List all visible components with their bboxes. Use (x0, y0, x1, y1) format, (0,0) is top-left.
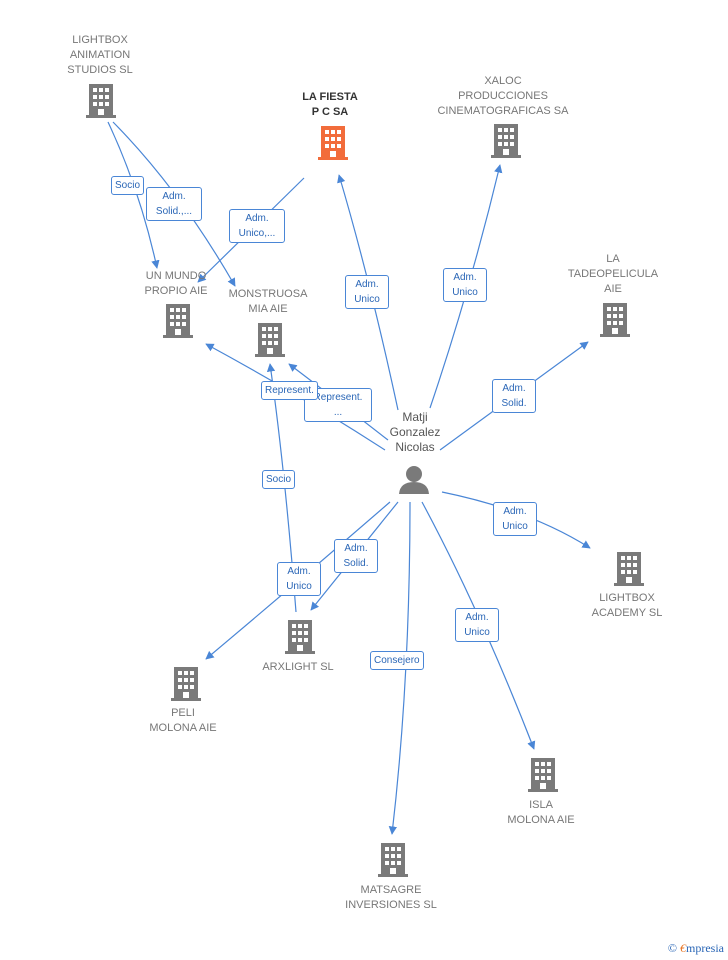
brand-name: mpresia (686, 941, 724, 955)
building-icon[interactable] (614, 552, 644, 586)
building-icon[interactable] (171, 667, 201, 701)
edge-label-adm-solid: Adm. Solid. (492, 379, 536, 413)
building-icon[interactable] (163, 304, 193, 338)
edge-label-adm-unico: Adm. Unico,... (229, 209, 285, 243)
empresia-watermark: © €mpresia (668, 941, 724, 956)
company-label-xaloc[interactable]: XALOC PRODUCCIONES CINEMATOGRAFICAS SA (437, 75, 569, 117)
copyright-icon: © (667, 941, 677, 955)
edge-label-adm-unico: Adm. Unico (277, 562, 321, 596)
edge-label-adm-unico: Adm. Unico (443, 268, 487, 302)
company-label-lightbox-animation[interactable]: LIGHTBOX ANIMATION STUDIOS SL (67, 34, 133, 76)
building-icon[interactable] (86, 84, 116, 118)
edge-label-adm-unico: Adm. Unico (345, 275, 389, 309)
person-label[interactable]: Matji Gonzalez Nicolas (389, 410, 441, 454)
building-icon[interactable] (255, 323, 285, 357)
company-label-peli-molona[interactable]: PELI MOLONA AIE (149, 707, 217, 734)
edge-label-socio: Socio (262, 470, 296, 489)
building-icon[interactable] (528, 758, 558, 792)
person-icon[interactable] (399, 466, 429, 494)
company-label-arxlight[interactable]: ARXLIGHT SL (262, 661, 334, 673)
edge-person-matsagre (388, 501, 411, 835)
brand-initial: € (680, 941, 686, 955)
company-label-isla-molona[interactable]: ISLA MOLONA AIE (507, 799, 575, 826)
edge-label-adm-unico: Adm. Unico (493, 502, 537, 536)
company-label-lightbox-academy[interactable]: LIGHTBOX ACADEMY SL (591, 592, 663, 619)
building-icon[interactable] (491, 124, 521, 158)
edge-label-socio: Socio (111, 176, 145, 195)
edge-label-adm-solid: Adm. Solid. (334, 539, 378, 573)
company-label-monstruosa[interactable]: MONSTRUOSA MIA AIE (228, 288, 308, 315)
company-label-matsagre[interactable]: MATSAGRE INVERSIONES SL (345, 884, 437, 911)
building-icon-focus[interactable] (318, 126, 348, 160)
edge-label-consejero: Consejero (370, 651, 424, 670)
building-icon[interactable] (378, 843, 408, 877)
company-label-un-mundo[interactable]: UN MUNDO PROPIO AIE (144, 270, 208, 297)
edge-label-represent: Represent. (261, 381, 318, 400)
edge-label-adm-unico: Adm. Unico (455, 608, 499, 642)
building-icon[interactable] (285, 620, 315, 654)
company-label-la-fiesta[interactable]: LA FIESTA P C SA (302, 91, 358, 118)
edge-label-adm-solid: Adm. Solid.,... (146, 187, 202, 221)
building-icon[interactable] (600, 303, 630, 337)
company-label-la-tadeopelicula[interactable]: LA TADEOPELICULA AIE (567, 253, 659, 295)
